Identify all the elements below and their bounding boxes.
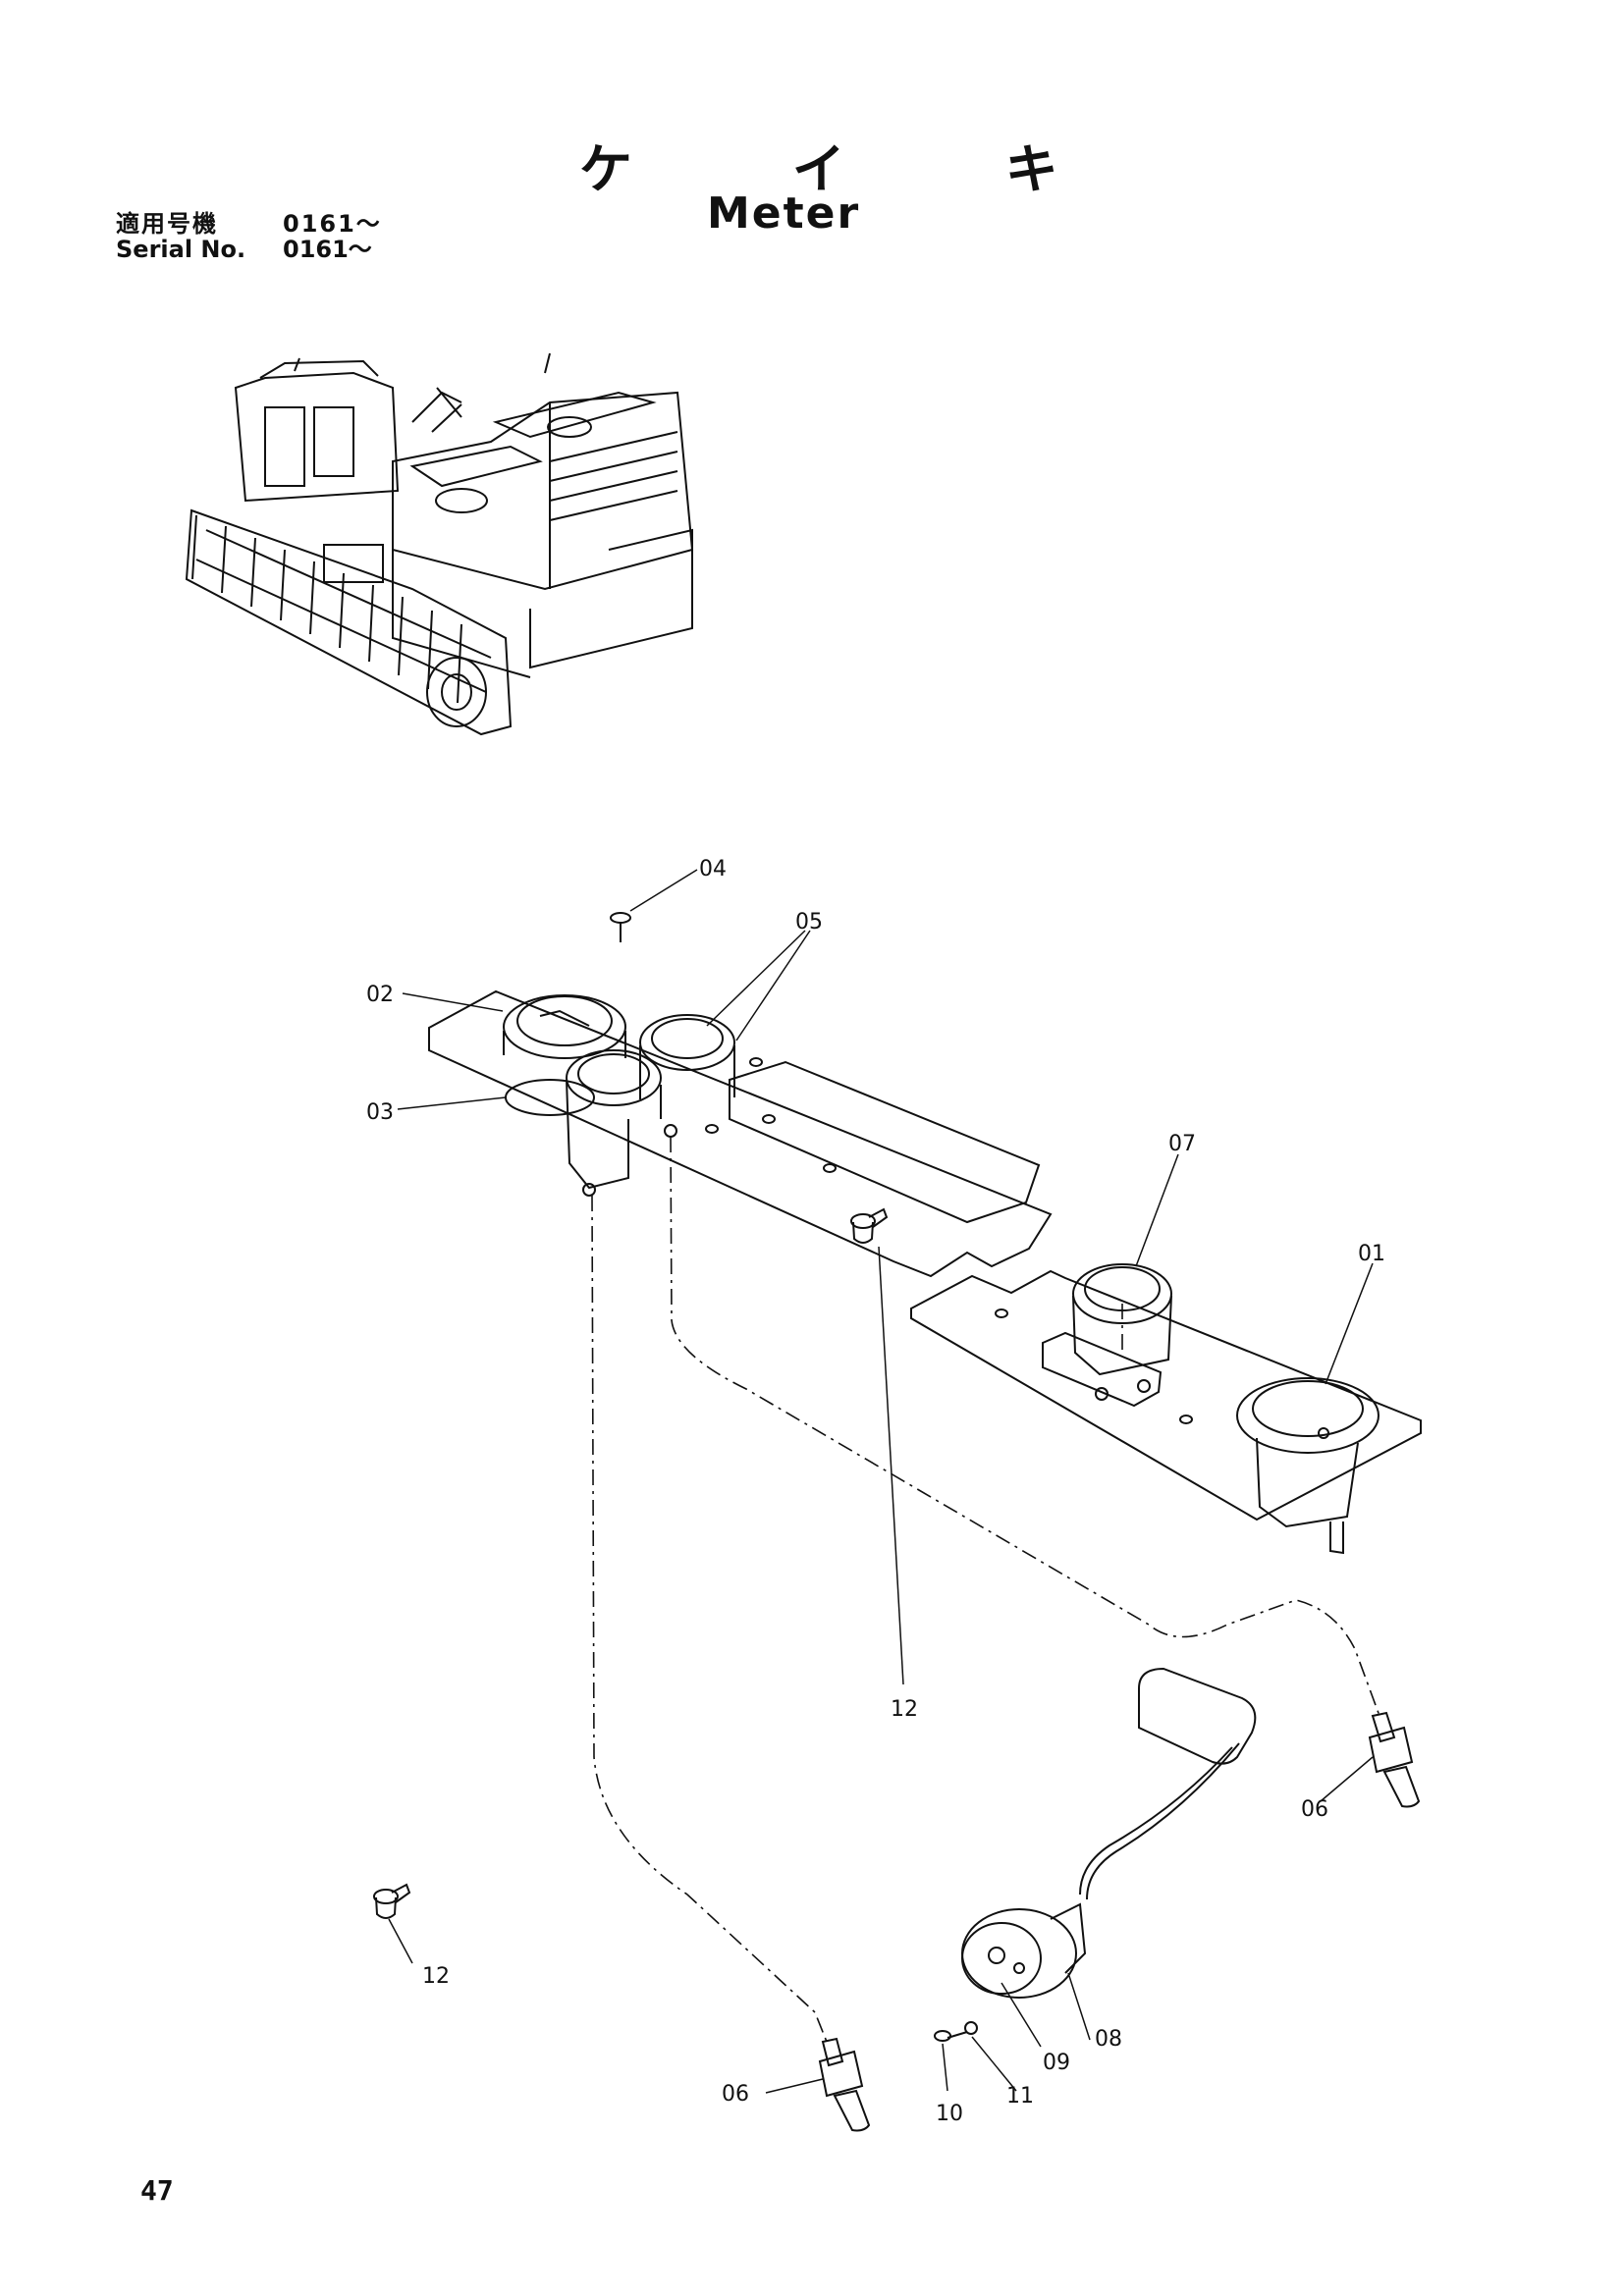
callout-07: 07 xyxy=(1168,1132,1196,1156)
leader-lines xyxy=(388,869,1374,2094)
instrument-panel xyxy=(428,989,1422,1522)
excavator-illustration xyxy=(185,352,694,736)
serial-applicability-ja: 適用号機 0161～ xyxy=(116,204,382,239)
gauge-02 xyxy=(503,994,626,1059)
screw-04 xyxy=(610,912,631,942)
gauge-07 xyxy=(1072,1263,1172,1401)
callout-10: 10 xyxy=(936,2102,963,2126)
bolt-12-lower xyxy=(373,1883,411,1919)
callout-12-upper: 12 xyxy=(891,1697,918,1722)
callout-06-right: 06 xyxy=(1301,1797,1328,1822)
sensor-06-left xyxy=(818,2037,871,2132)
screw-10-washer-11 xyxy=(934,2021,978,2042)
page-title-japanese: ケ イ キ xyxy=(579,138,1129,200)
callout-08: 08 xyxy=(1095,2027,1122,2052)
serial-value-ja: 0161～ xyxy=(283,210,382,238)
fuel-float-arm xyxy=(1079,1667,1257,1900)
callout-03: 03 xyxy=(366,1100,394,1125)
bolt-12-upper xyxy=(850,1207,889,1244)
callout-11: 11 xyxy=(1006,2084,1034,2109)
serial-label-en: Serial No. xyxy=(116,236,246,263)
callout-02: 02 xyxy=(366,983,394,1007)
callout-01: 01 xyxy=(1358,1242,1385,1266)
serial-value-en: 0161～ xyxy=(283,236,372,263)
callout-06-left: 06 xyxy=(722,2082,749,2107)
serial-applicability-en: Serial No. 0161～ xyxy=(116,230,372,264)
callout-labels: 04 05 02 03 07 01 12 12 06 06 08 09 11 1… xyxy=(366,857,1385,2126)
page-number: 47 xyxy=(140,2174,174,2207)
fuel-sender-08 xyxy=(961,1902,1087,1999)
callout-05: 05 xyxy=(795,910,823,934)
callout-04: 04 xyxy=(699,857,727,881)
callout-09: 09 xyxy=(1043,2051,1070,2075)
serial-label-ja: 適用号機 xyxy=(116,210,218,238)
gauge-01 xyxy=(1236,1377,1380,1555)
callout-12-lower: 12 xyxy=(422,1964,450,1989)
sensor-06-right xyxy=(1368,1711,1421,1808)
page-title-english: Meter xyxy=(707,188,861,239)
wiring xyxy=(591,1136,1380,2043)
gauges-05 xyxy=(566,1014,735,1197)
